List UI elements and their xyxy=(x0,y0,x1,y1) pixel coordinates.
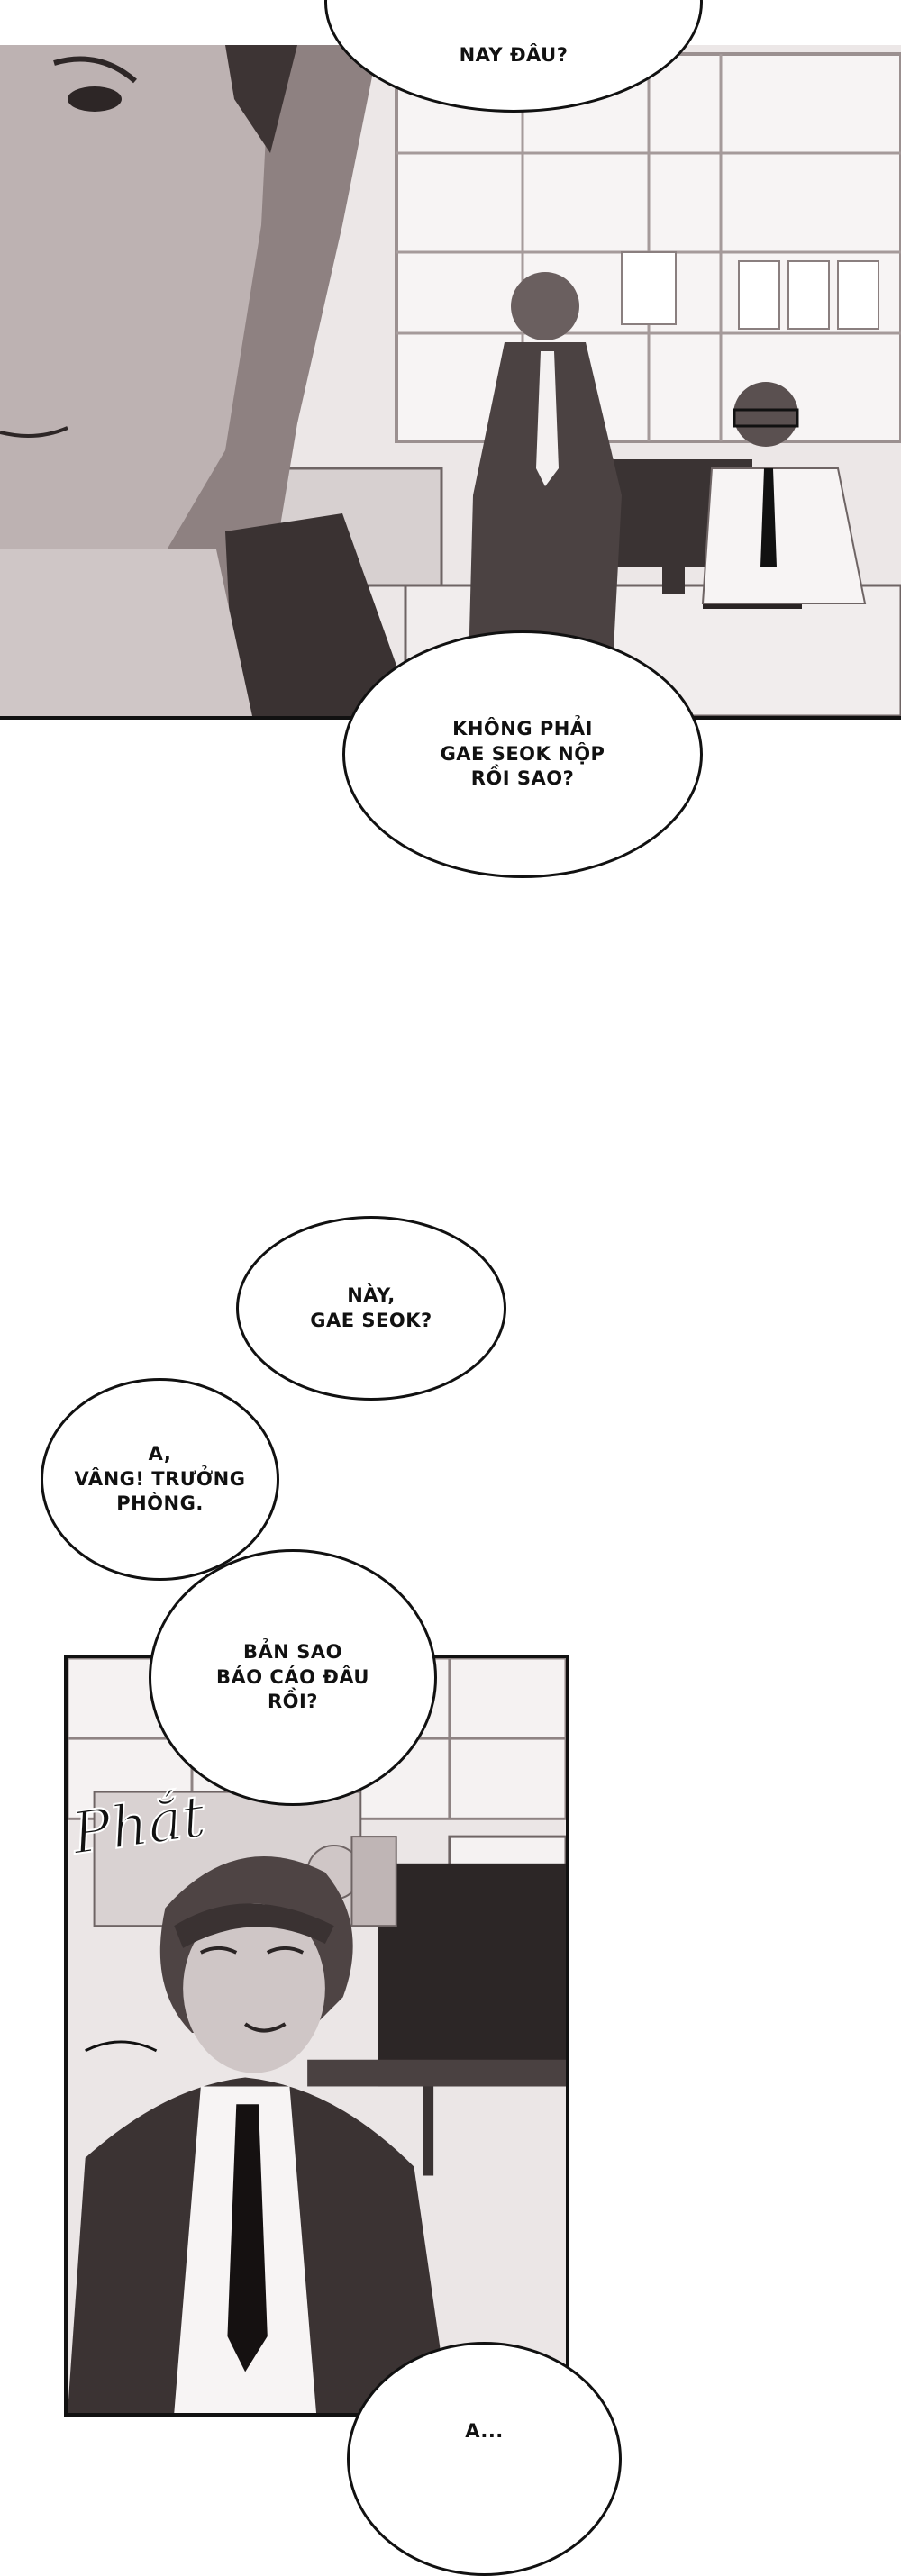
speech-bubble-5: BẢN SAO BÁO CÁO ĐÂU RỒI? xyxy=(149,1549,437,1806)
bubble-1-text: NAY ĐÂU? xyxy=(459,43,569,66)
speech-bubble-6: A... xyxy=(347,2342,622,2576)
office-closeup-illustration xyxy=(68,1658,566,2413)
speech-bubble-4: A, VÂNG! TRƯỞNG PHÒNG. xyxy=(41,1378,279,1581)
closeup-face xyxy=(0,45,414,716)
office-scene-illustration xyxy=(0,45,901,716)
gae-seok-figure xyxy=(68,1856,450,2413)
top-panel xyxy=(0,45,901,720)
speech-bubble-3: NÀY, GAE SEOK? xyxy=(236,1216,506,1401)
bubble-6-text: A... xyxy=(465,2420,504,2443)
speech-bubble-2: KHÔNG PHẢI GAE SEOK NỘP RỒI SAO? xyxy=(342,630,703,878)
seated-man-figure xyxy=(701,382,867,604)
bubble-4-text: A, VÂNG! TRƯỞNG PHÒNG. xyxy=(74,1442,246,1515)
standing-man-figure xyxy=(469,272,622,667)
bubble-5-text: BẢN SAO BÁO CÁO ĐÂU RỒI? xyxy=(215,1640,369,1713)
bubble-2-text: KHÔNG PHẢI GAE SEOK NỘP RỒI SAO? xyxy=(440,717,605,790)
bubble-3-text: NÀY, GAE SEOK? xyxy=(310,1283,432,1331)
